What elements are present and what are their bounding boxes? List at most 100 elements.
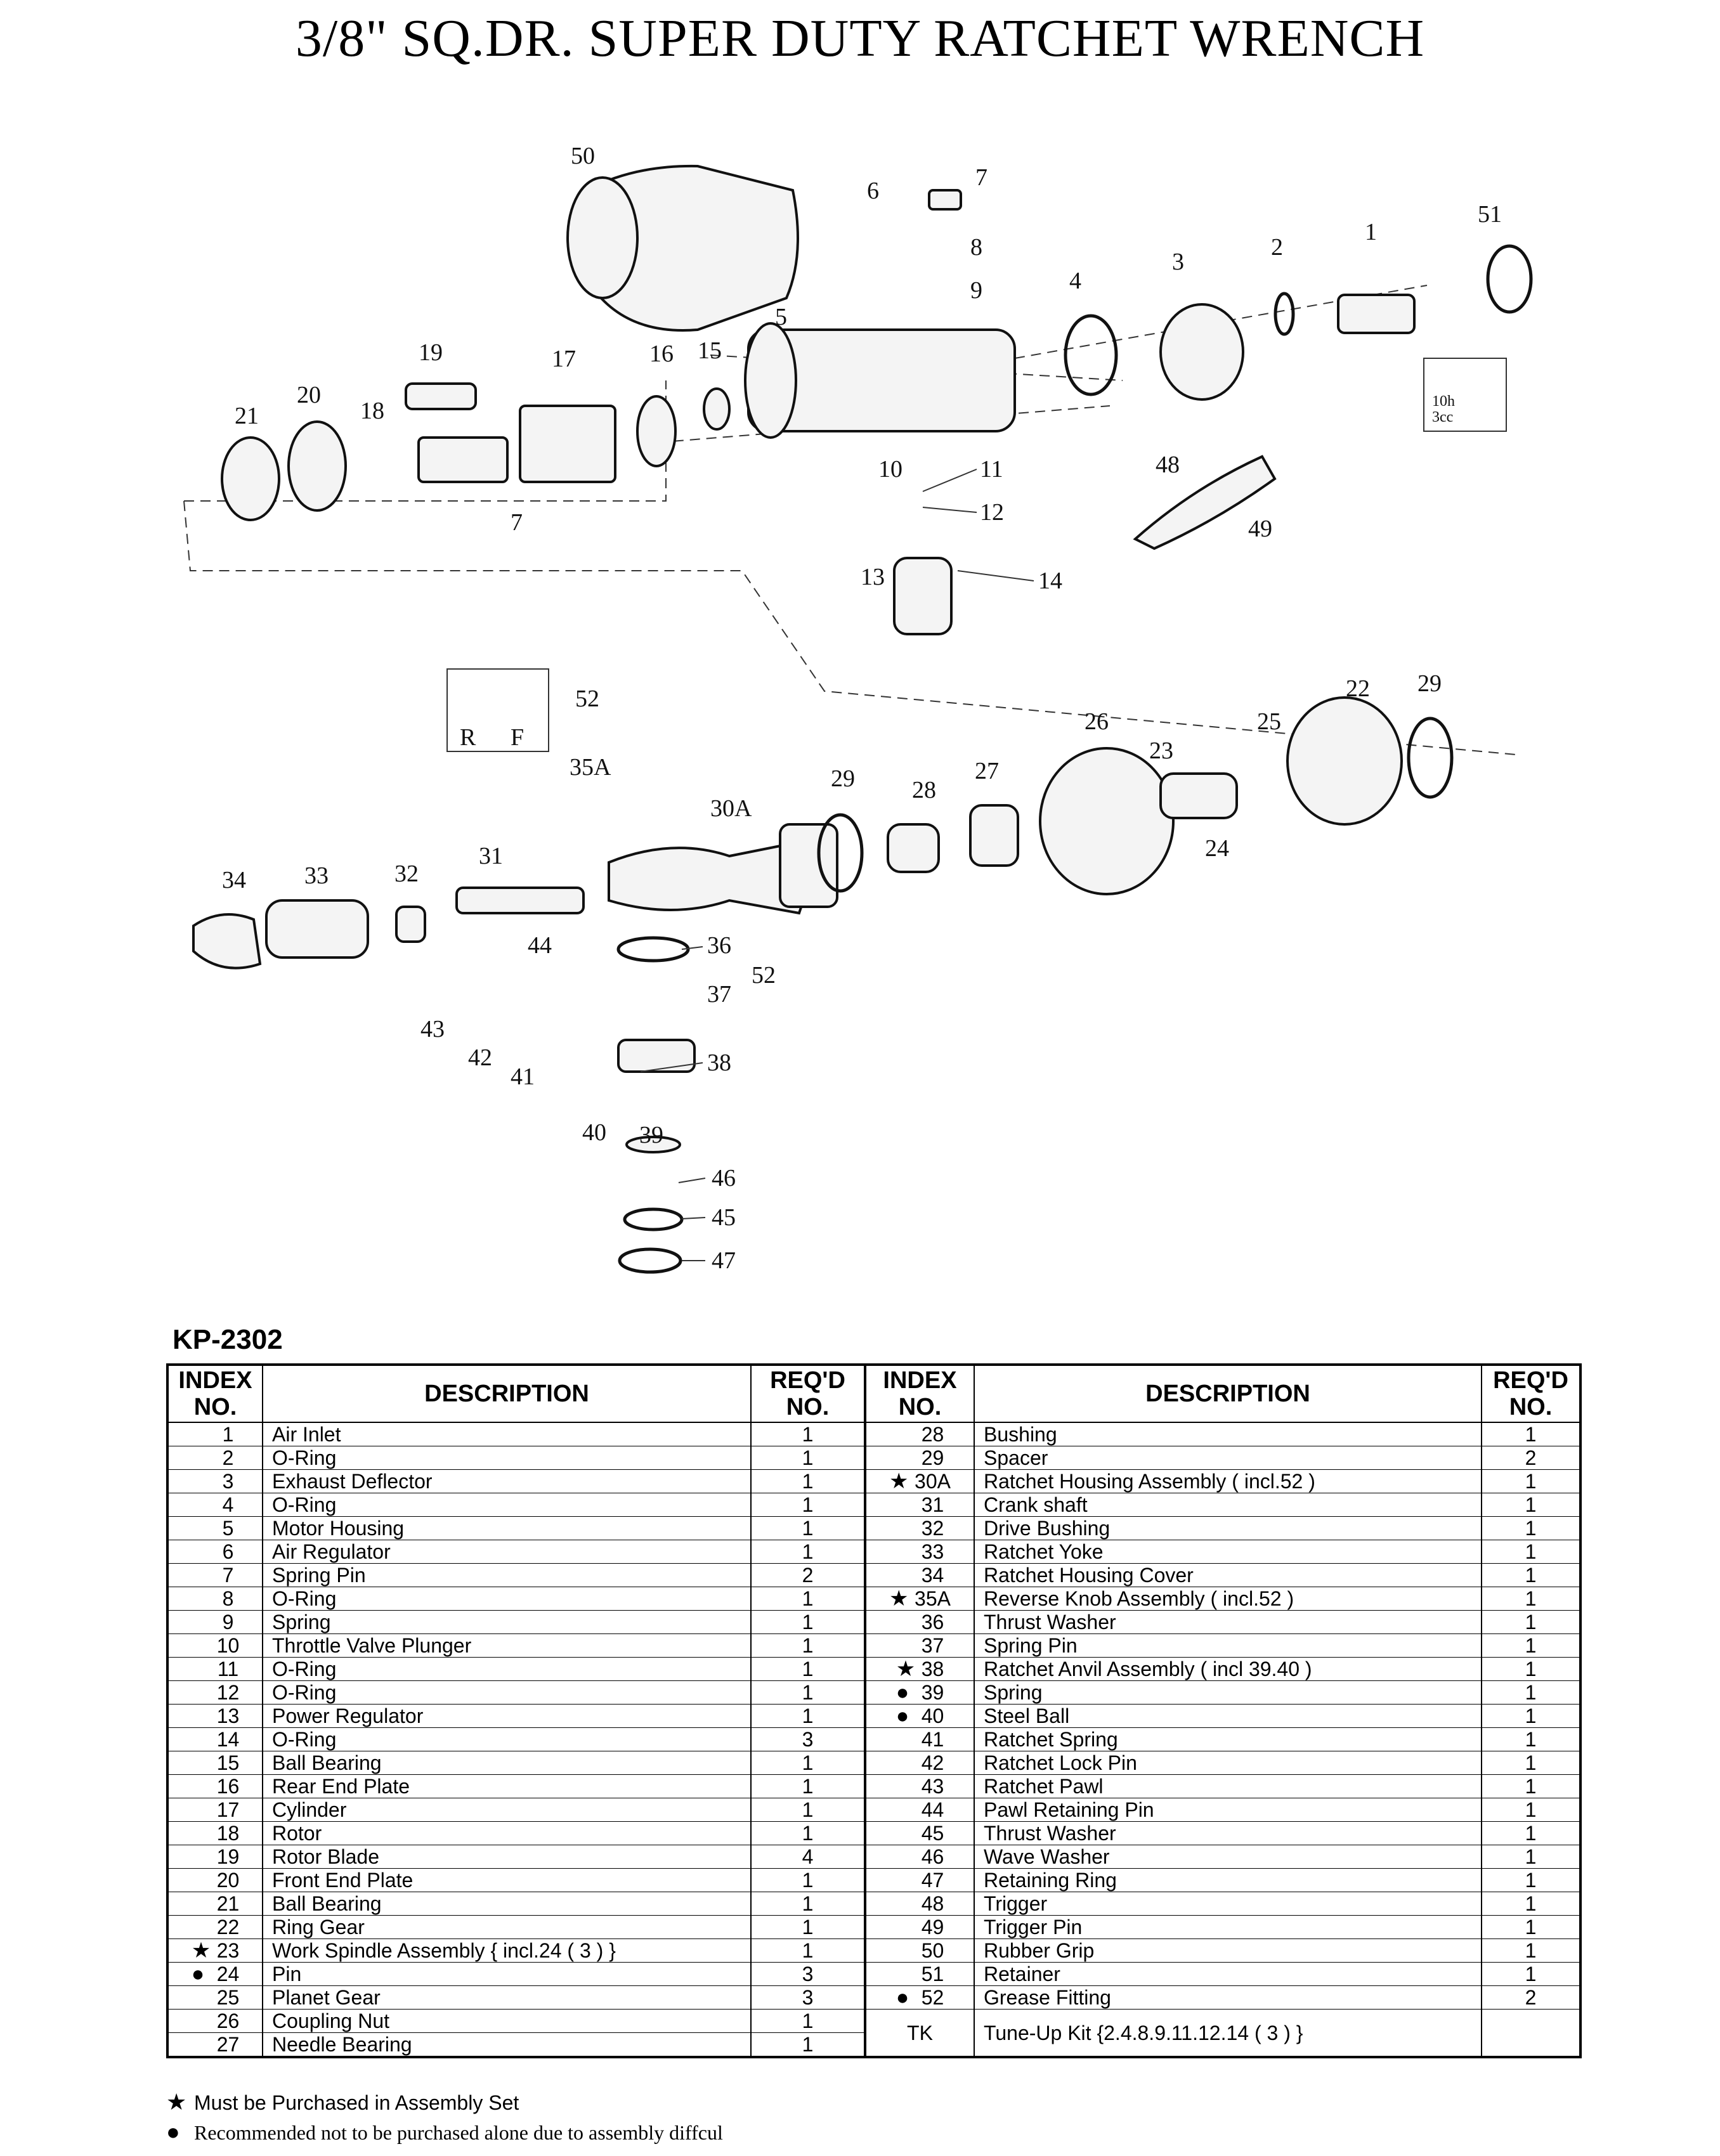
model-number: KP-2302 [173,1324,283,1355]
index-cell: 4 [167,1493,263,1517]
index-cell: 36 [864,1610,975,1634]
description-cell: Bushing [974,1422,1482,1446]
callout: 20 [297,382,321,408]
legend-star-text: Must be Purchased in Assembly Set [194,2091,519,2114]
description-cell: Reverse Knob Assembly ( incl.52 ) [974,1587,1482,1611]
description-cell: Rubber Grip [974,1938,1482,1963]
description-cell: Ring Gear [262,1915,752,1939]
index-cell: 46 [864,1845,975,1869]
index-cell: ★35A [864,1587,975,1611]
description-cell: O-Ring [262,1680,752,1705]
index-cell: 25 [167,1985,263,2010]
description-cell: Spring Pin [974,1633,1482,1658]
index-cell: 1 [167,1422,263,1446]
index-cell: 34 [864,1563,975,1587]
index-cell: 51 [864,1962,975,1986]
index-cell: 18 [167,1821,263,1845]
callout: 44 [528,932,552,959]
description-cell: Cylinder [262,1798,752,1822]
description-cell: Spacer [974,1446,1482,1470]
description-cell: Ball Bearing [262,1892,752,1916]
qty-cell: 3 [750,1985,866,2010]
description-cell: Wave Washer [974,1845,1482,1869]
index-cell: ●52 [864,1985,975,2010]
ratchet-housing-shape [608,835,826,915]
callout: 34 [222,867,246,893]
callout: 3 [1172,249,1184,275]
qty-cell: 1 [1481,1657,1581,1681]
qty-cell: 1 [1481,1516,1581,1540]
qty-cell: 1 [750,1446,866,1470]
qty-cell: 1 [750,1540,866,1564]
qty-cell: 1 [1481,1868,1581,1892]
qty-cell: 1 [750,1516,866,1540]
index-cell: 17 [167,1798,263,1822]
qty-cell: 1 [1481,1493,1581,1517]
legend-dot-line: ●Recommended not to be purchased alone d… [166,2117,723,2147]
index-cell: 43 [864,1774,975,1798]
callout: 7 [511,509,523,536]
index-cell: 21 [167,1892,263,1916]
qty-cell: 1 [750,1680,866,1705]
callout: 9 [970,277,982,304]
index-cell: 32 [864,1516,975,1540]
callout: 40 [582,1119,606,1146]
callout: 30A [710,795,752,822]
description-cell: Spring [974,1680,1482,1705]
callout: 18 [360,398,384,424]
callout: 35A [570,754,611,781]
description-cell: Rotor Blade [262,1845,752,1869]
callout: 16 [649,341,674,367]
callout: 11 [980,456,1003,483]
description-cell: Trigger Pin [974,1915,1482,1939]
callout: 27 [975,758,999,784]
legend: ★ Must be Purchased in Assembly Set ●Reco… [166,2088,723,2147]
legend-dot-text: Recommended not to be purchased alone du… [194,2121,723,2144]
callout: 42 [468,1044,492,1071]
callout: 51 [1478,201,1502,228]
callout: 48 [1156,451,1180,478]
index-cell: 27 [167,2032,263,2058]
callout: 13 [861,564,885,590]
qty-cell: 1 [1481,1938,1581,1963]
qty-cell: 1 [1481,1422,1581,1446]
description-cell: Power Regulator [262,1704,752,1728]
description-cell: Spring [262,1610,752,1634]
qty-cell: 1 [1481,1962,1581,1986]
callout: 37 [707,981,731,1008]
description-cell: O-Ring [262,1446,752,1470]
inset-letter-r: R [460,724,476,751]
qty-cell: 1 [1481,1587,1581,1611]
star-icon: ★ [166,2089,187,2115]
index-cell: 50 [864,1938,975,1963]
callout: 7 [975,164,987,191]
index-cell: ●24 [167,1962,263,1986]
callout: 36 [707,932,731,959]
index-cell: 49 [864,1915,975,1939]
description-cell: Pin [262,1962,752,1986]
description-cell: Ratchet Lock Pin [974,1751,1482,1775]
description-cell: O-Ring [262,1587,752,1611]
index-cell: 48 [864,1892,975,1916]
callout: 52 [575,685,599,712]
qty-cell: 1 [1481,1892,1581,1916]
qty-cell: 1 [1481,1774,1581,1798]
description-cell: Front End Plate [262,1868,752,1892]
legend-star-line: ★ Must be Purchased in Assembly Set [166,2088,723,2117]
qty-cell: 1 [750,1587,866,1611]
index-cell: 7 [167,1563,263,1587]
